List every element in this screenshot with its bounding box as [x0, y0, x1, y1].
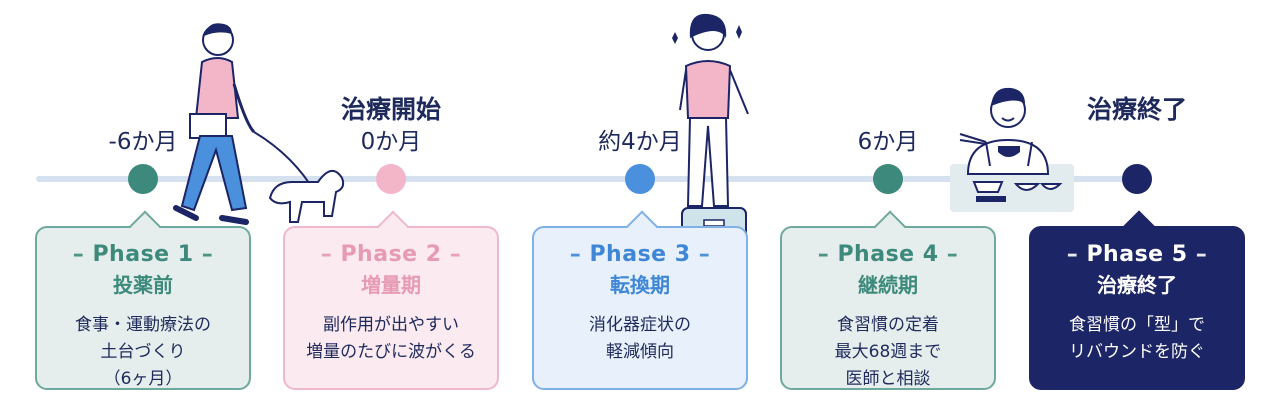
phase-card-4: – Phase 4 – 継続期 食習慣の定着 最大68週まで 医師と相談 — [780, 210, 996, 390]
phase-card-3: – Phase 3 – 転換期 消化器症状の 軽減傾向 — [532, 210, 748, 390]
milestone-dot-2 — [376, 164, 406, 194]
milestone-dot-3 — [625, 164, 655, 194]
card-pointer — [129, 210, 161, 242]
milestone-title-start: 治療開始 — [340, 95, 441, 124]
milestone-dot-4 — [873, 164, 903, 194]
phase-label: – Phase 5 – — [1066, 242, 1208, 267]
phase-name: 転換期 — [610, 273, 670, 297]
man-eating-meal-icon — [950, 87, 1074, 212]
milestone-title-end: 治療終了 — [1086, 95, 1187, 124]
phase-name: 増量期 — [361, 273, 421, 297]
card-pointer — [377, 210, 409, 242]
woman-on-scale-icon — [672, 13, 749, 239]
phase-label: – Phase 3 – — [569, 242, 711, 267]
milestone-dot-1 — [128, 164, 158, 194]
phase-name: 継続期 — [858, 273, 918, 297]
phase-description: 食習慣の「型」で リバウンドを防ぐ — [1069, 315, 1205, 362]
card-pointer — [874, 210, 906, 242]
phase-label: – Phase 4 – — [817, 242, 959, 267]
milestone-time-2: 0か月 — [360, 129, 422, 155]
milestone-time-4: 6か月 — [857, 129, 919, 155]
phase-description: 食事・運動療法の 土台づくり （6ヶ月） — [75, 315, 211, 389]
person-walking-dog-icon — [173, 23, 345, 225]
card-pointer — [1123, 210, 1155, 242]
phase-card-5: – Phase 5 – 治療終了 食習慣の「型」で リバウンドを防ぐ — [1029, 210, 1245, 390]
milestone-time-1: -6か月 — [108, 129, 178, 155]
phase-card-1: – Phase 1 – 投薬前 食事・運動療法の 土台づくり （6ヶ月） — [35, 210, 251, 390]
phase-description: 食習慣の定着 最大68週まで 医師と相談 — [834, 315, 942, 389]
phase-label: – Phase 2 – — [320, 242, 462, 267]
milestone-time-3: 約4か月 — [598, 129, 682, 155]
phase-label: – Phase 1 – — [72, 242, 214, 267]
phase-description: 副作用が出やすい 増量のたびに波がくる — [306, 315, 476, 362]
phase-card-2: – Phase 2 – 増量期 副作用が出やすい 増量のたびに波がくる — [283, 210, 499, 390]
phase-name: 投薬前 — [113, 273, 173, 297]
milestone-dot-5 — [1122, 164, 1152, 194]
card-pointer — [626, 210, 658, 242]
phase-name: 治療終了 — [1097, 273, 1177, 297]
phase-description: 消化器症状の 軽減傾向 — [589, 315, 691, 362]
timeline-line — [36, 176, 1152, 182]
